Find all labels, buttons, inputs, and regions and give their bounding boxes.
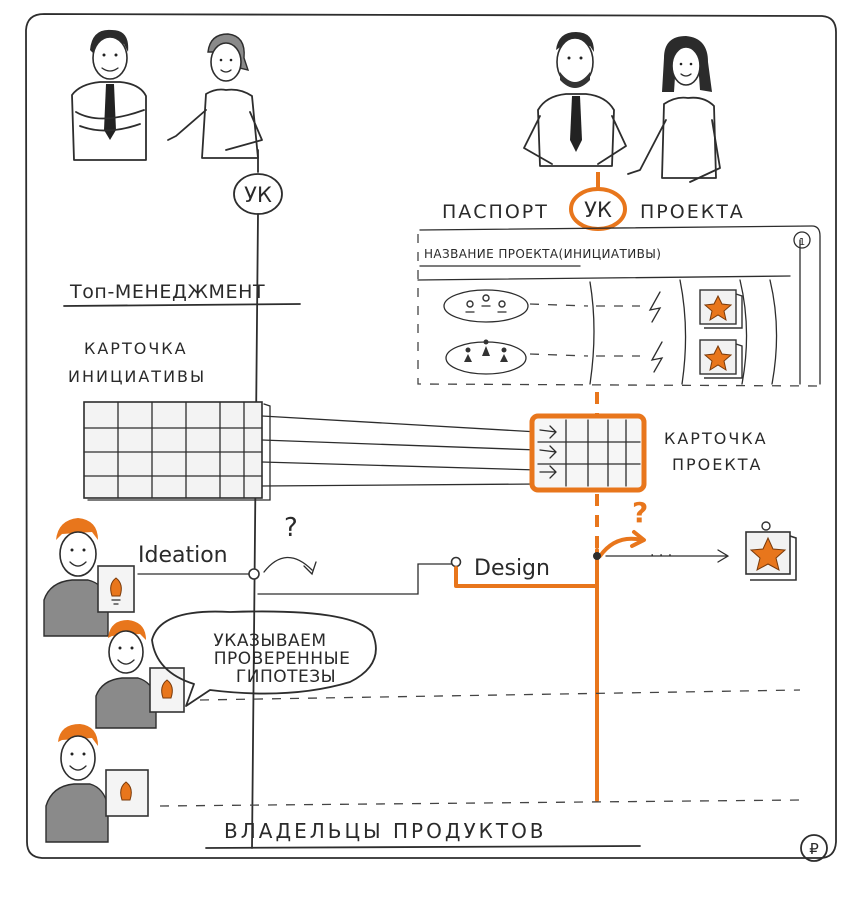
project-name-label: НАЗВАНИЕ ПРОЕКТА(ИНИЦИАТИВЫ) (424, 247, 661, 261)
curved-arrow-left (263, 556, 313, 573)
product-owners-label: ВЛАДЕЛЬЦЫ ПРОДУКТОВ (224, 819, 547, 843)
uk-badge-left-text: УК (244, 183, 272, 207)
product-owner-1-icon (43, 518, 135, 637)
passport-label-pre: ПАСПОРТ (442, 201, 549, 223)
star-card-icon (699, 339, 743, 379)
design-orange-bracket (454, 566, 599, 588)
page-badge-text: 1 (799, 237, 805, 248)
hypothesis-speech-bubble: УКАЗЫВАЕМ ПРОВЕРЕННЫЕ ГИПОТЕЗЫ (151, 610, 377, 707)
executive-man-left-icon (71, 29, 147, 161)
design-label: Design (474, 556, 550, 581)
separator-dashed-1 (199, 689, 801, 701)
question-mark-left: ? (284, 513, 298, 543)
corner-badge-text: ₽ (809, 840, 819, 858)
top-management-line (251, 213, 259, 849)
team-group-icon (443, 289, 529, 323)
bubble-line-3: ГИПОТЕЗЫ (236, 667, 336, 687)
project-passport-card: 1 НАЗВАНИЕ ПРОЕКТА(ИНИЦИАТИВЫ) (417, 225, 821, 387)
initiative-to-project-connectors (261, 415, 539, 487)
diagram-frame (25, 13, 837, 859)
ideation-to-design-path (257, 563, 453, 595)
product-owner-3-icon (45, 724, 149, 843)
curved-arrow-right (598, 536, 644, 558)
top-management-label: Топ-МЕНЕДЖМЕНТ (69, 281, 265, 303)
executive-man-right-icon (523, 32, 627, 167)
separator-dashed-2 (159, 799, 801, 807)
top-management-underline (63, 303, 301, 307)
passport-label-post: ПРОЕКТА (640, 201, 745, 223)
design-node (450, 556, 462, 568)
executive-woman-left-icon (167, 33, 263, 159)
arrow-to-star-card (605, 549, 730, 563)
corner-badge-circle (800, 834, 828, 862)
bubble-line-1: УКАЗЫВАЕМ (213, 631, 326, 651)
project-card-grid (529, 413, 647, 493)
star-card-icon (699, 289, 743, 329)
final-star-card-icon (745, 521, 797, 581)
ideation-node (248, 568, 260, 580)
executive-woman-right-icon (627, 36, 721, 183)
team-group-icon (445, 339, 527, 375)
project-card-label-2: ПРОЕКТА (672, 455, 762, 474)
initiative-card-grid (83, 401, 271, 501)
uk-badge-right-text: УК (584, 198, 612, 222)
lightning-icon (648, 291, 662, 323)
ideation-label: Ideation (138, 543, 228, 568)
initiative-card-label-2: ИНИЦИАТИВЫ (68, 367, 206, 386)
product-owners-underline (205, 845, 641, 849)
project-card-label-1: КАРТОЧКА (664, 429, 768, 448)
initiative-card-label-1: КАРТОЧКА (84, 339, 188, 358)
page-badge-circle (793, 231, 811, 249)
bubble-line-2: ПРОВЕРЕННЫЕ (214, 649, 351, 669)
question-mark-right: ? (632, 496, 648, 529)
lightning-icon (650, 341, 664, 373)
product-owner-2-icon (95, 620, 185, 729)
